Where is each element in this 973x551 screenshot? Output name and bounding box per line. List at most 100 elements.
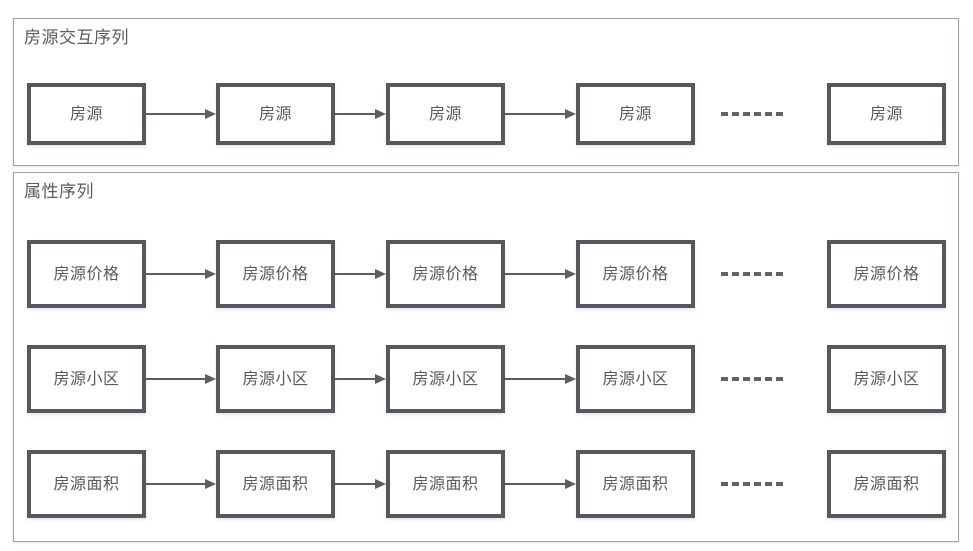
- ellipsis-dot: [721, 482, 728, 486]
- ellipsis-dot: [743, 112, 750, 116]
- panel-attributes-title: 属性序列: [24, 182, 94, 202]
- node-area-tail[interactable]: 房源面积: [827, 450, 946, 518]
- ellipsis-dot: [721, 377, 728, 381]
- arrow-community-1-2: [146, 374, 216, 384]
- node-label: 房源面积: [53, 474, 120, 493]
- arrow-area-1-2: [146, 479, 216, 489]
- ellipsis-dot: [754, 112, 761, 116]
- arrow-head: [565, 269, 576, 279]
- ellipsis-dot: [754, 377, 761, 381]
- ellipsis-dot: [743, 377, 750, 381]
- node-listing-tail[interactable]: 房源: [827, 83, 946, 145]
- ellipsis-dot: [765, 377, 772, 381]
- node-label: 房源: [869, 104, 903, 123]
- arrow-price-1-2: [146, 269, 216, 279]
- node-label: 房源面积: [602, 474, 669, 493]
- ellipsis-dot: [721, 272, 728, 276]
- node-community-1[interactable]: 房源小区: [27, 345, 146, 413]
- node-price-1[interactable]: 房源价格: [27, 240, 146, 308]
- arrow-line: [335, 273, 375, 275]
- arrow-line: [335, 483, 375, 485]
- node-price-4[interactable]: 房源价格: [576, 240, 695, 308]
- node-area-1[interactable]: 房源面积: [27, 450, 146, 518]
- arrow-price-3-4: [505, 269, 576, 279]
- node-area-2[interactable]: 房源面积: [216, 450, 335, 518]
- arrow-price-2-3: [335, 269, 386, 279]
- node-community-3[interactable]: 房源小区: [386, 345, 505, 413]
- node-label: 房源价格: [412, 264, 479, 283]
- ellipsis-dot: [765, 482, 772, 486]
- node-area-3[interactable]: 房源面积: [386, 450, 505, 518]
- node-label: 房源面积: [412, 474, 479, 493]
- node-community-tail[interactable]: 房源小区: [827, 345, 946, 413]
- node-price-2[interactable]: 房源价格: [216, 240, 335, 308]
- ellipsis-dot: [732, 482, 739, 486]
- node-community-2[interactable]: 房源小区: [216, 345, 335, 413]
- ellipsis-dot: [743, 482, 750, 486]
- node-label: 房源: [428, 104, 462, 123]
- arrow-line: [335, 113, 375, 115]
- ellipsis-dot: [776, 482, 783, 486]
- arrow-community-3-4: [505, 374, 576, 384]
- arrow-listing-3-4: [505, 109, 576, 119]
- arrow-line: [505, 483, 565, 485]
- node-price-tail[interactable]: 房源价格: [827, 240, 946, 308]
- panel-interaction-title: 房源交互序列: [24, 28, 129, 48]
- node-label: 房源小区: [412, 369, 479, 388]
- arrow-community-2-3: [335, 374, 386, 384]
- arrow-head: [565, 479, 576, 489]
- arrow-area-3-4: [505, 479, 576, 489]
- ellipsis-dot: [765, 272, 772, 276]
- arrow-head: [205, 479, 216, 489]
- node-community-4[interactable]: 房源小区: [576, 345, 695, 413]
- arrow-head: [375, 479, 386, 489]
- node-label: 房源价格: [602, 264, 669, 283]
- arrow-line: [146, 113, 205, 115]
- node-label: 房源面积: [242, 474, 309, 493]
- arrow-line: [146, 378, 205, 380]
- arrow-head: [205, 109, 216, 119]
- node-label: 房源价格: [853, 264, 920, 283]
- arrow-head: [565, 374, 576, 384]
- node-price-3[interactable]: 房源价格: [386, 240, 505, 308]
- ellipsis-dot: [776, 112, 783, 116]
- arrow-area-2-3: [335, 479, 386, 489]
- arrow-line: [146, 483, 205, 485]
- arrow-head: [565, 109, 576, 119]
- ellipsis-dot: [754, 272, 761, 276]
- node-area-4[interactable]: 房源面积: [576, 450, 695, 518]
- ellipsis-price: [721, 271, 783, 277]
- ellipsis-dot: [732, 112, 739, 116]
- node-listing-2[interactable]: 房源: [216, 83, 335, 145]
- arrow-head: [205, 374, 216, 384]
- node-label: 房源小区: [853, 369, 920, 388]
- node-listing-4[interactable]: 房源: [576, 83, 695, 145]
- node-listing-3[interactable]: 房源: [386, 83, 505, 145]
- ellipsis-dot: [765, 112, 772, 116]
- ellipsis-dot: [743, 272, 750, 276]
- node-label: 房源面积: [853, 474, 920, 493]
- node-listing-1[interactable]: 房源: [27, 83, 146, 145]
- ellipsis-dot: [776, 272, 783, 276]
- arrow-line: [335, 378, 375, 380]
- ellipsis-dot: [721, 112, 728, 116]
- arrow-line: [505, 113, 565, 115]
- node-label: 房源: [618, 104, 652, 123]
- node-label: 房源小区: [242, 369, 309, 388]
- ellipsis-dot: [776, 377, 783, 381]
- ellipsis-area: [721, 481, 783, 487]
- node-label: 房源: [258, 104, 292, 123]
- arrow-head: [375, 374, 386, 384]
- arrow-listing-2-3: [335, 109, 386, 119]
- node-label: 房源小区: [53, 369, 120, 388]
- arrow-head: [205, 269, 216, 279]
- node-label: 房源小区: [602, 369, 669, 388]
- node-label: 房源价格: [242, 264, 309, 283]
- arrow-head: [375, 109, 386, 119]
- node-label: 房源价格: [53, 264, 120, 283]
- ellipsis-listing: [721, 111, 783, 117]
- ellipsis-community: [721, 376, 783, 382]
- arrow-head: [375, 269, 386, 279]
- arrow-line: [146, 273, 205, 275]
